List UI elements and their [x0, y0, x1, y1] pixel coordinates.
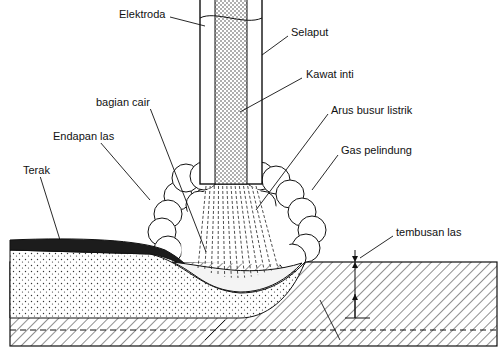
- part-label: Arus busur listrik: [330, 104, 413, 117]
- part-label: Endapan las: [52, 130, 115, 143]
- dimension-arrow: [355, 294, 356, 318]
- leader-lines: [40, 17, 393, 340]
- arc-stroke: [218, 186, 220, 275]
- arc-stroke: [244, 186, 259, 275]
- dimension-arrow: [355, 262, 356, 318]
- part-label: Elektroda: [118, 8, 166, 21]
- slag: [10, 239, 196, 276]
- arc-stroke: [205, 186, 211, 271]
- arc-stroke: [227, 186, 232, 278]
- arc-stroke: [231, 186, 238, 278]
- part-label: Gas pelindung: [340, 144, 413, 157]
- arc-stroke: [211, 186, 214, 273]
- part-label: tembusan las: [395, 226, 462, 239]
- arc-stroke: [235, 186, 245, 278]
- electric-arc: [198, 186, 278, 278]
- core-wire: [215, 0, 247, 184]
- root-line: [10, 330, 497, 331]
- part-label: bagian cair: [95, 96, 151, 109]
- arc-stroke: [252, 186, 272, 271]
- weld-deposit: [10, 250, 305, 318]
- electrode-coating: [200, 0, 262, 184]
- electrode-break: [200, 16, 262, 21]
- arc-stroke: [248, 186, 265, 273]
- part-label: Selaput: [290, 26, 329, 39]
- part-label: Kawat inti: [305, 68, 355, 81]
- arc-stroke: [239, 186, 251, 277]
- dimension-arrow: [355, 250, 356, 262]
- part-label: Terak: [22, 164, 51, 177]
- dimension-tick: [345, 318, 370, 319]
- arc-stroke: [198, 186, 206, 268]
- arc-stroke: [256, 186, 278, 268]
- gas-fill: [181, 186, 290, 265]
- arc-stroke: [223, 186, 225, 277]
